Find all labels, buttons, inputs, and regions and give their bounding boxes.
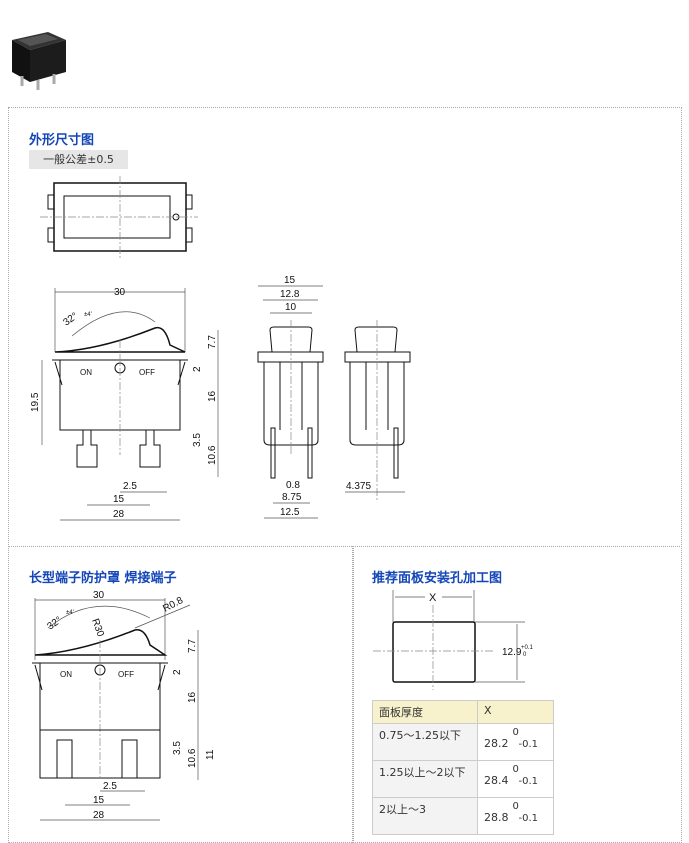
section-title: 外形尺寸图 [29,133,95,148]
column-header: 面板厚度 [372,700,478,724]
dimension-label: 3.5 [172,741,183,755]
section-title: 长型端子防护罩 焊接端子 [29,571,177,586]
side-view-drawing: 15 12.8 10 0.8 8.75 12.5 4.375 [257,275,411,519]
dimension-label: 10.6 [207,445,218,465]
dimension-label: 7.7 [207,335,218,349]
panel-cutout-drawing: X 12.9 +0.1 0 [373,590,534,690]
dimension-label: 7.7 [187,639,198,653]
thickness-cell: 1.25以上～2以下 [372,760,478,798]
dimension-label: 12.5 [280,507,300,518]
dimension-label: 16 [187,691,198,703]
tolerance-label: 一般公差±0.5 [29,150,128,169]
tol-upper: 0 [512,801,519,812]
dimension-label: 15 [284,275,296,286]
front-view-drawing: 30 32° ±4' ON OFF 19.5 7.7 2 16 3.5 10.6… [30,287,219,521]
dimension-label: 19.5 [30,392,41,412]
dimension-label: ±4' [66,610,74,616]
tol-lower: -0.1 [518,813,539,824]
dimension-label: ON [80,368,92,377]
dimension-label: R30 [89,617,106,638]
dimension-label: OFF [118,670,134,679]
dimension-label: 32° [45,615,64,633]
rocker-switch-photo [12,32,66,90]
tol-upper: 0 [512,764,519,775]
thickness-cell: 0.75～1.25以下 [372,723,478,761]
dimension-label: 10.6 [187,748,198,768]
dimension-label: 2.5 [123,481,137,492]
dimension-label: 0.8 [286,480,300,491]
dimension-label: 15 [93,795,105,806]
tol-lower: -0.1 [518,739,539,750]
dimension-label: 4.375 [346,481,371,492]
dimension-label: 32° [61,311,80,329]
section-title: 推荐面板安装孔加工图 [372,571,503,586]
dimension-label: ON [60,670,72,679]
table-header-row: 面板厚度 X [372,700,554,724]
thickness-cell: 2以上～3 [372,797,478,835]
dimension-label: 30 [114,287,126,298]
x-value: 28.8 [484,811,509,824]
x-value: 28.4 [484,774,509,787]
dimension-label: +0.1 [521,645,534,651]
tol-upper: 0 [512,727,519,738]
dimension-label: OFF [139,368,155,377]
column-header: X [477,700,554,724]
dimension-label: 12.8 [280,289,300,300]
dimension-label: 10 [285,302,297,313]
dimension-label: 2 [192,366,203,372]
dimension-label: X [429,592,437,604]
dimension-label: 15 [113,494,125,505]
dimension-label: 8.75 [282,492,302,503]
dimension-label: 30 [93,590,105,601]
dimension-label: 2 [172,669,183,675]
top-view-drawing [40,176,198,258]
dimension-label: 28 [93,810,105,821]
product-photo [8,10,70,90]
dimension-label: 16 [207,390,218,402]
dimension-label: 12.9 [502,647,522,658]
tol-lower: -0.1 [518,776,539,787]
dimension-label: 3.5 [192,433,203,447]
dimension-label: ±4' [84,312,92,318]
dimension-label: 0 [523,652,527,658]
long-terminal-drawing: 30 R0.8 32° ±4' R30 ON OFF 7.7 2 16 3.5 … [32,590,216,821]
dimension-label: 28 [113,509,125,520]
dimension-label: 2.5 [103,781,117,792]
x-value: 28.2 [484,737,509,750]
dimension-label: 11 [205,749,216,760]
